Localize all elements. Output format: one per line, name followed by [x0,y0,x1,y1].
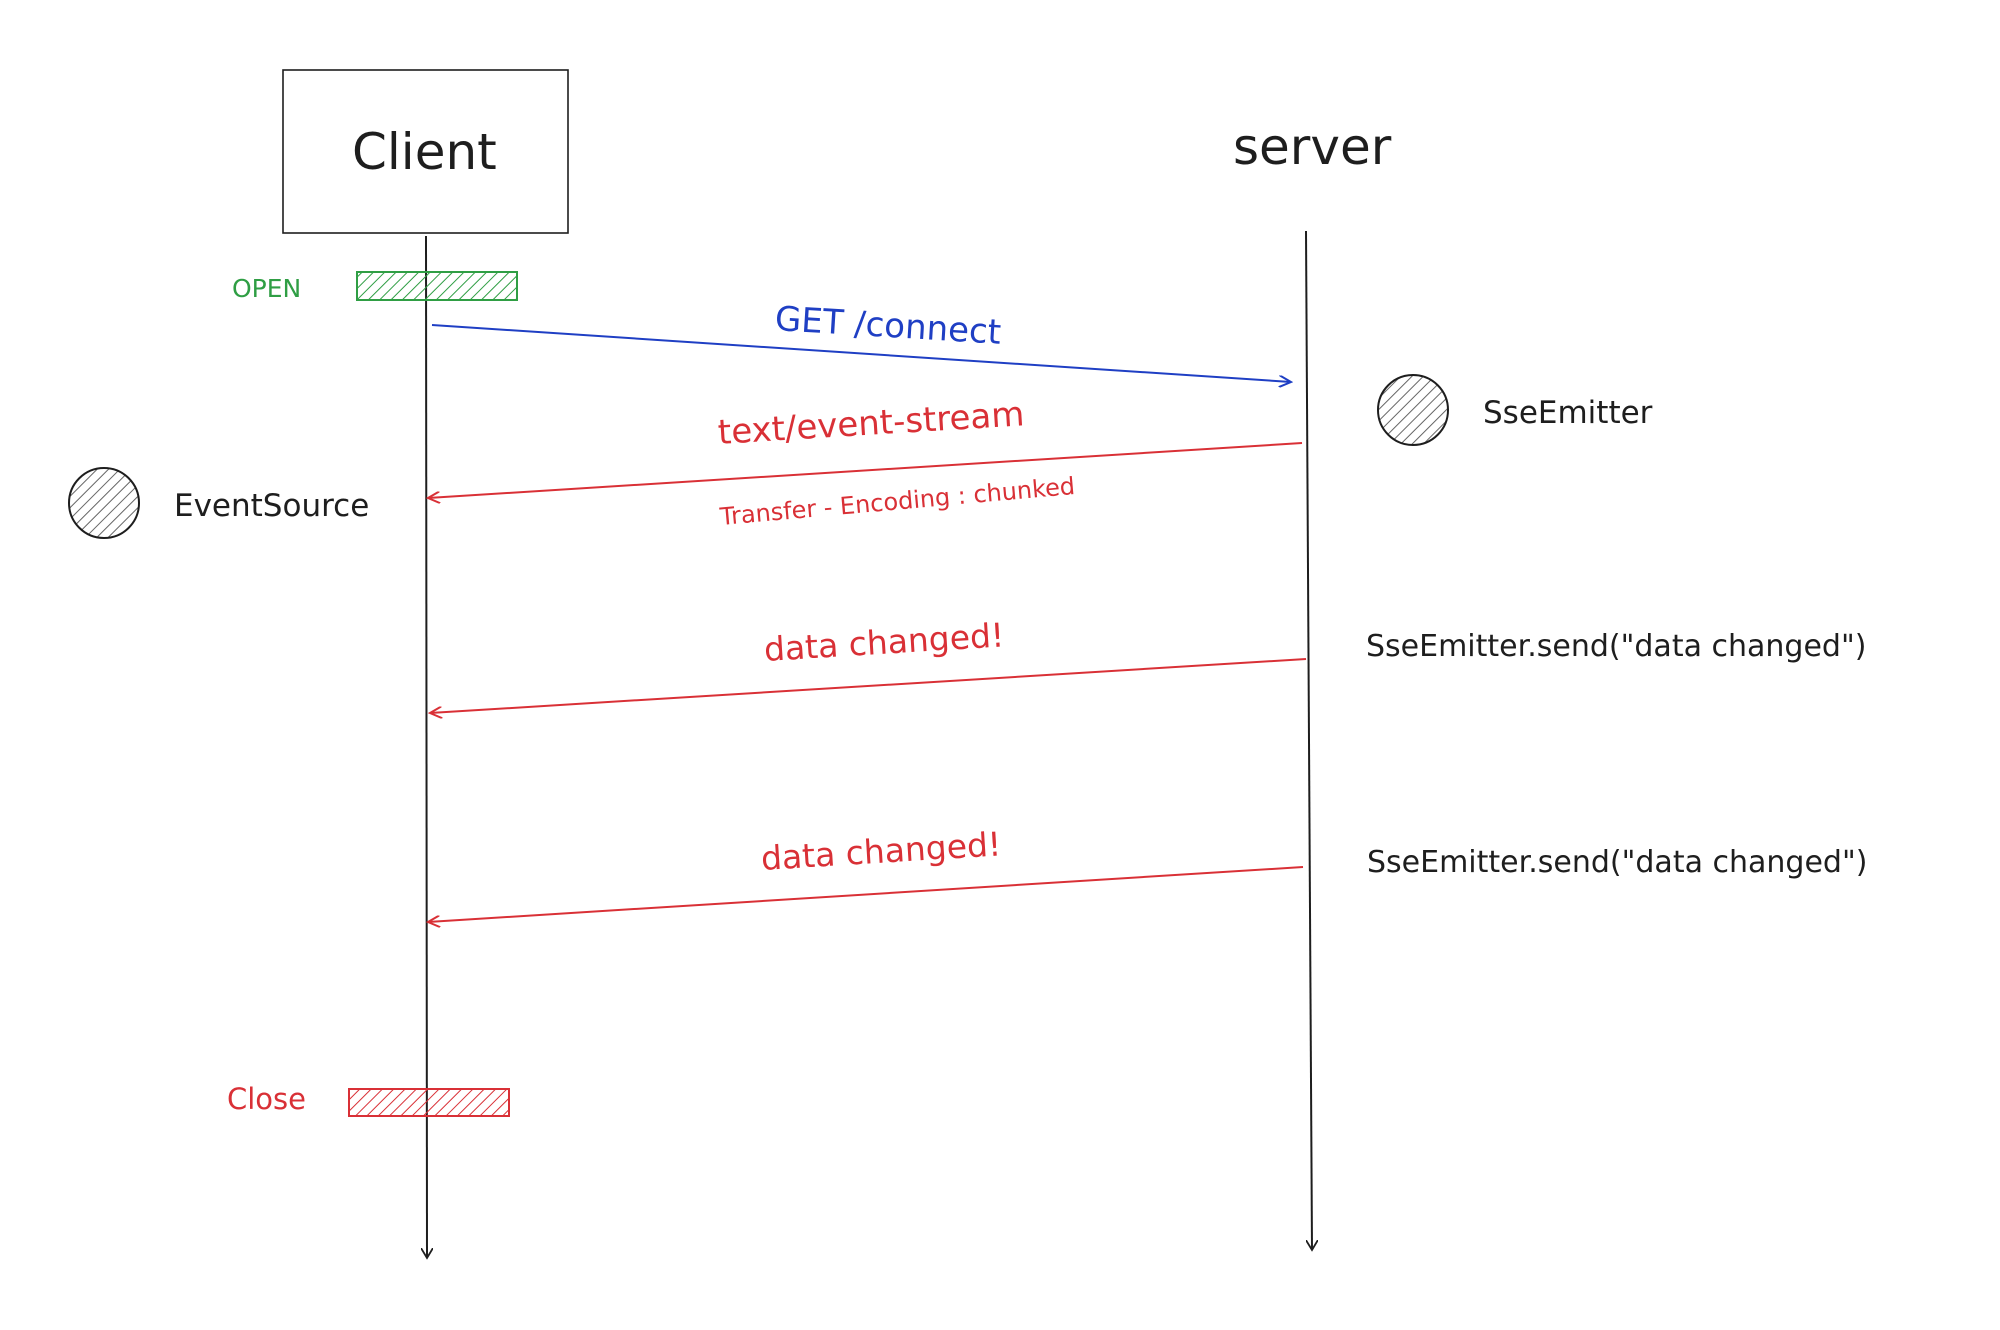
message-arrow-get-connect [431,324,1291,382]
sseemitter-label: SseEmitter [1483,395,1653,431]
eventsource-label: EventSource [174,488,370,524]
server-lifeline [1305,230,1312,1250]
message-arrow-event-stream [428,442,1303,498]
open-state-label: OPEN [232,274,302,303]
close-state-bar [348,1088,510,1117]
server-note-send-2: SseEmitter.send("data changed") [1367,845,1868,880]
client-box [282,69,569,234]
sseemitter-object-icon [1377,374,1449,446]
client-lifeline [426,235,427,1258]
server-label: server [1233,118,1392,176]
message-arrow-data-changed-1 [430,658,1307,713]
close-state-label: Close [227,1082,306,1116]
server-note-send-1: SseEmitter.send("data changed") [1366,629,1867,664]
open-state-bar [356,271,518,301]
message-arrow-data-changed-2 [428,866,1304,922]
eventsource-object-icon [68,467,140,539]
client-label: Client [352,123,497,181]
